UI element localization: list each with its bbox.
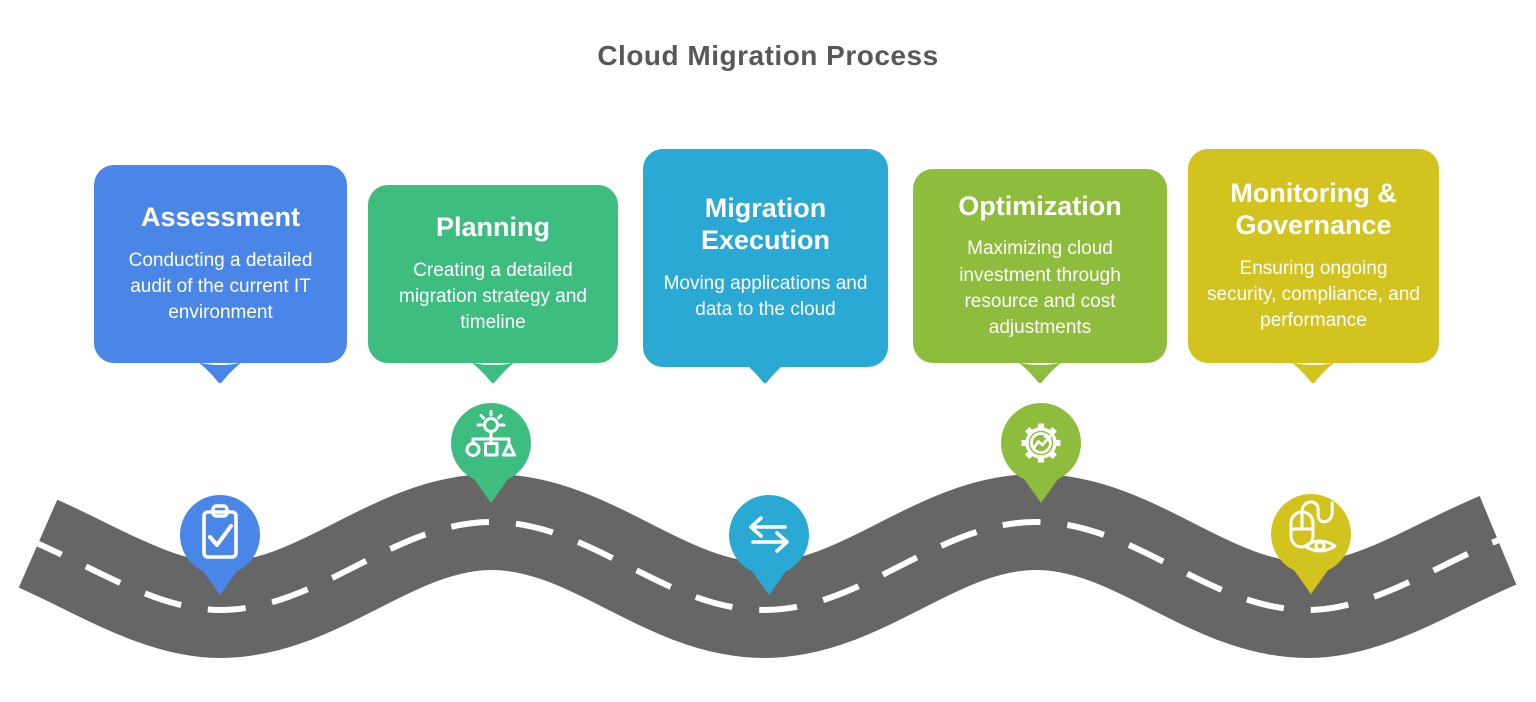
stage-description: Ensuring ongoing security, compliance, a… xyxy=(1207,257,1420,331)
stage-card-tail xyxy=(743,362,787,384)
stage-card-migration-execution: Migration Execution Moving applications … xyxy=(643,149,888,367)
stage-card-tail xyxy=(1018,362,1062,384)
clipboard-check-icon xyxy=(202,504,238,559)
stage-description: Moving applications and data to the clou… xyxy=(663,272,868,320)
gear-growth-icon xyxy=(1021,423,1061,463)
stage-title: Migration Execution xyxy=(700,192,831,255)
stage-pin-planning xyxy=(451,403,531,503)
stage-title: Optimization xyxy=(958,190,1122,221)
page-title: Cloud Migration Process xyxy=(597,40,939,71)
stage-pin-migration-execution xyxy=(729,495,809,595)
stage-card-assessment: Assessment Conducting a detailed audit o… xyxy=(94,165,347,363)
stage-card-optimization: Optimization Maximizing cloud investment… xyxy=(913,169,1167,363)
stage-description: Maximizing cloud investment through reso… xyxy=(959,238,1121,339)
stage-description: Creating a detailed migration strategy a… xyxy=(399,259,587,334)
stage-title: Planning xyxy=(436,211,550,242)
stage-card-planning: Planning Creating a detailed migration s… xyxy=(368,185,618,363)
stage-title: Monitoring & Governance xyxy=(1230,177,1397,240)
stage-pin-monitoring-governance xyxy=(1271,494,1351,594)
stage-card-tail xyxy=(198,362,242,384)
idea-hierarchy-icon xyxy=(465,410,516,457)
stage-title: Assessment xyxy=(140,201,301,232)
transfer-arrows-icon xyxy=(749,516,789,553)
stage-pin-optimization xyxy=(1001,403,1081,503)
stage-card-tail xyxy=(471,362,515,384)
stage-card-monitoring-governance: Monitoring & Governance Ensuring ongoing… xyxy=(1188,149,1439,363)
stage-description: Conducting a detailed audit of the curre… xyxy=(128,249,313,324)
road-center-line xyxy=(36,518,1500,614)
mouse-eye-icon xyxy=(1289,500,1337,553)
stage-pin-assessment xyxy=(180,495,260,595)
stage-card-tail xyxy=(1291,362,1335,384)
